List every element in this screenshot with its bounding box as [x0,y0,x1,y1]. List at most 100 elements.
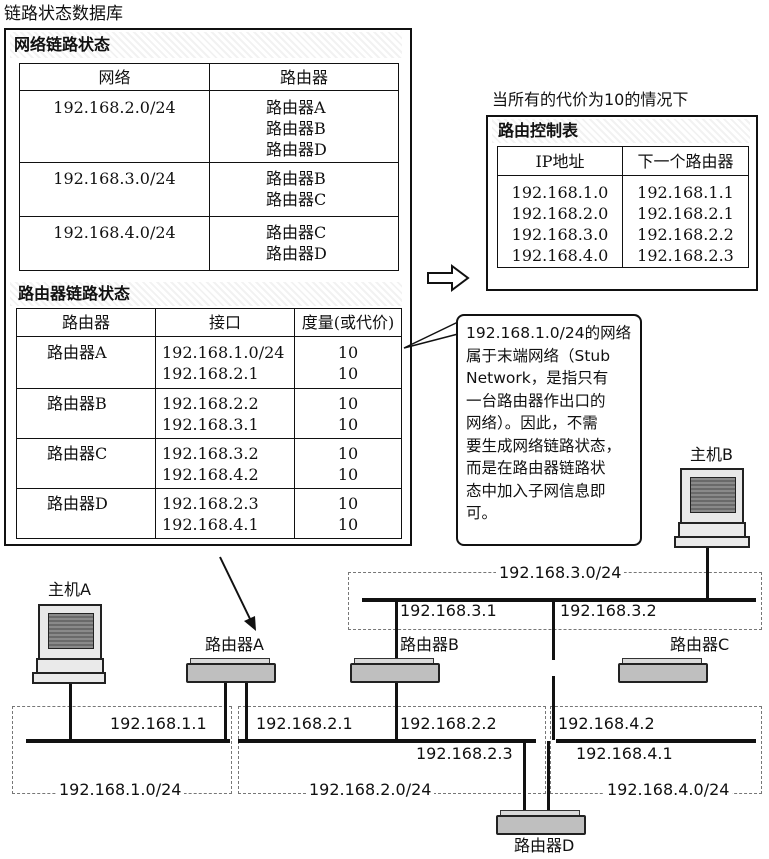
metric-value: 10 [337,465,359,484]
right-arrow-icon [427,264,470,292]
table-row: 192.168.1.0 192.168.2.0 192.168.3.0 192.… [497,175,749,268]
interface-ip: 192.168.4.2 [162,465,259,484]
router-a-link-1 [224,676,227,740]
table-row: 路由器D 192.168.2.3 192.168.4.1 10 10 [16,488,402,539]
router-entry: 路由器B [266,169,326,188]
routing-table-title: 路由控制表 [498,121,579,140]
next-hop: 192.168.2.2 [637,225,734,244]
router-c-label: 路由器C [670,635,730,654]
stub-network-note [456,314,642,546]
interface-ip: 192.168.2.3 [162,494,259,513]
router-link-state-header [10,282,402,306]
routing-table: IP地址 下一个路由器 192.168.1.0 192.168.2.0 192.… [497,146,749,268]
routing-table-header [492,119,750,143]
network-cell: 192.168.4.0/24 [19,216,210,271]
segment-3-line [362,598,756,602]
interface-ip: 192.168.1.0/24 [162,343,285,362]
metric-value: 10 [337,415,359,434]
subnet-label: 192.168.4.0/24 [604,782,733,798]
ip-address: 192.168.1.0 [511,183,609,202]
subnet-label: 192.168.2.0/24 [306,782,435,798]
router-entry: 路由器D [266,140,327,159]
col-header-ip: IP地址 [497,146,623,176]
network-cell: 192.168.3.0/24 [19,162,210,217]
next-hop: 192.168.2.1 [637,204,734,223]
router-d-link-1 [523,741,526,813]
metric-value: 10 [337,364,359,383]
col-header-router: 路由器 [209,63,399,91]
note-line: 192.168.1.0/24的网络 [466,324,632,342]
segment-1-line [26,739,230,743]
metric-value: 10 [337,343,359,362]
segment-2-line [238,739,536,743]
down-arrow-icon [219,556,256,631]
table-row: 192.168.3.0/24 路由器B 路由器C [19,162,399,217]
network-cell: 192.168.2.0/24 [19,90,210,163]
col-header-metric: 度量(或代价) [294,308,402,337]
note-line: Network，是指只有 [466,369,609,387]
interface-ip: 192.168.3.1 [162,415,259,434]
metric-value: 10 [337,444,359,463]
subnet-label: 192.168.3.0/24 [496,565,625,581]
router-name: 路由器C [16,438,156,489]
ip-label: 192.168.3.2 [560,601,657,620]
router-b-link-down [395,676,398,740]
table-row: 路由器C 192.168.3.2 192.168.4.2 10 10 [16,438,402,489]
next-hop: 192.168.1.1 [637,183,734,202]
network-link-state-table: 网络 路由器 192.168.2.0/24 路由器A 路由器B 路由器D 192… [19,63,399,271]
ip-address: 192.168.3.0 [511,225,609,244]
metric-value: 10 [337,394,359,413]
page-title: 链路状态数据库 [4,4,123,24]
network-link-state-title: 网络链路状态 [14,35,111,54]
note-line: 要生成网络链路状态， [466,436,622,455]
ip-label: 192.168.3.1 [400,601,497,620]
subnet-label: 192.168.1.0/24 [56,782,185,798]
metric-value: 10 [337,515,359,534]
ip-label: 192.168.4.2 [558,714,655,733]
note-line: 属于末端网络（Stub [466,346,611,365]
router-entry: 路由器C [266,190,327,209]
ip-address: 192.168.4.0 [511,246,609,265]
router-d-link-2 [547,741,550,813]
ip-label: 192.168.2.3 [416,744,513,763]
note-line: 一台路由器作出口的 [466,391,606,410]
host-a-link [69,680,72,740]
ip-label: 192.168.4.1 [576,744,673,763]
table-row: 192.168.2.0/24 路由器A 路由器B 路由器D [19,90,399,163]
routing-table-caption: 当所有的代价为10的情况下 [492,90,689,109]
col-header-interface: 接口 [155,308,295,337]
router-d-label: 路由器D [514,836,575,855]
router-entry: 路由器B [266,119,326,138]
table-row: 路由器A 192.168.1.0/24 192.168.2.1 10 10 [16,336,402,389]
router-a-label: 路由器A [205,635,264,654]
note-line: 网络）。因此，不需 [466,414,598,432]
segment-4-line [556,739,756,743]
ip-address: 192.168.2.0 [511,204,609,223]
note-line: 而是在路由器链路状 [466,459,606,477]
ip-label: 192.168.2.2 [400,714,497,733]
note-line: 态中加入子网信息即 [466,481,606,500]
host-b-label: 主机B [690,445,733,464]
router-name: 路由器A [16,336,156,389]
router-name: 路由器B [16,388,156,439]
callout-pointer [403,321,459,349]
col-header-network: 网络 [19,63,210,91]
ip-label: 192.168.2.1 [256,714,353,733]
table-row: 192.168.4.0/24 路由器C 路由器D [19,216,399,271]
col-header-router: 路由器 [16,308,156,337]
router-a-link-2 [245,676,248,740]
interface-ip: 192.168.3.2 [162,444,259,463]
interface-ip: 192.168.2.1 [162,364,259,383]
interface-ip: 192.168.2.2 [162,394,259,413]
router-link-state-title: 路由器链路状态 [18,284,131,303]
host-b-link [706,540,709,600]
router-c-link-down [552,676,555,740]
router-entry: 路由器C [266,223,327,242]
network-link-state-header [10,32,402,58]
ip-label: 192.168.1.1 [110,714,207,733]
host-a-label: 主机A [48,580,91,599]
router-entry: 路由器D [266,244,327,263]
router-link-state-table: 路由器 接口 度量(或代价) 路由器A 192.168.1.0/24 192.1… [16,308,402,539]
table-row: 路由器B 192.168.2.2 192.168.3.1 10 10 [16,388,402,439]
metric-value: 10 [337,494,359,513]
